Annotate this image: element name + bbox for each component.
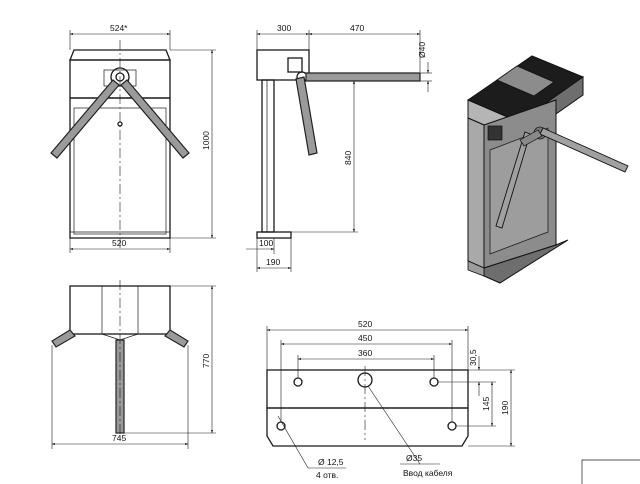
cable-entry-label: Ввод кабеля [403, 468, 453, 478]
base-offset-label: 100 [259, 238, 273, 248]
cable-hole-diameter-label: Ø35 [406, 453, 422, 463]
side-depth-label: 300 [277, 23, 291, 33]
side-view: 300 470 Ø40 840 100 190 [246, 23, 432, 272]
base-depth-label: 190 [266, 257, 280, 267]
hole-diameter-label: Ø 12,5 [318, 457, 344, 467]
plate-width-label: 520 [358, 319, 372, 329]
hole-offset-label: 30,5 [468, 349, 478, 366]
plate-depth-label: 190 [500, 401, 510, 415]
top-width-label: 745 [112, 433, 126, 443]
axis-height-label: 840 [343, 151, 353, 165]
front-width-top-label: 524* [110, 23, 128, 33]
front-width-base-label: 520 [112, 238, 126, 248]
side-arm-length-label: 470 [350, 23, 364, 33]
base-plate-view: 520 450 360 30,5 145 190 Ø 12,5 4 отв. Ø… [266, 319, 515, 480]
hole-spacing-depth-label: 145 [481, 397, 491, 411]
hole-spacing-outer-label: 450 [358, 333, 372, 343]
front-height-label: 1000 [201, 131, 211, 150]
front-view: 524* 520 1000 [50, 23, 216, 253]
arm-diameter-label: Ø40 [417, 42, 427, 58]
isometric-view [466, 55, 629, 284]
frame-corner [581, 459, 640, 484]
hole-count-label: 4 отв. [316, 470, 338, 480]
top-view: 745 770 [51, 280, 216, 449]
top-height-label: 770 [201, 354, 211, 368]
hole-spacing-inner-label: 360 [358, 348, 372, 358]
